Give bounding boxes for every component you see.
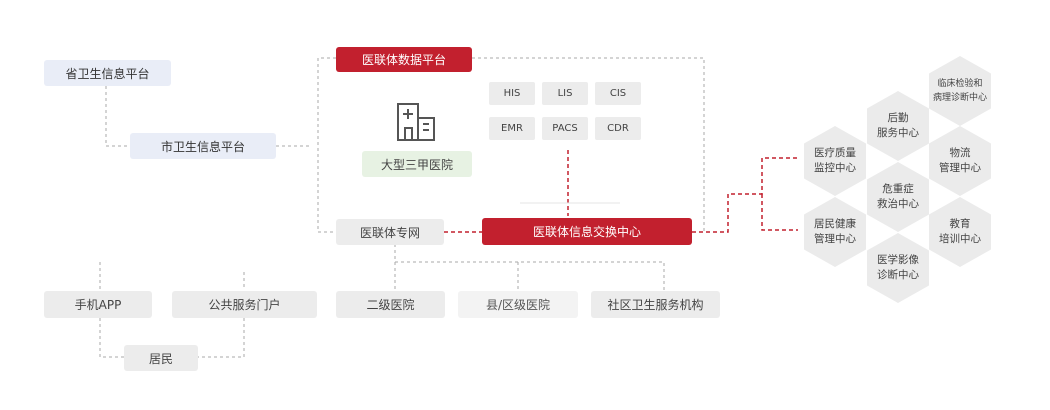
residents[interactable]: 居民 bbox=[124, 345, 198, 371]
province-platform[interactable]: 省卫生信息平台 bbox=[44, 60, 171, 86]
system-his[interactable]: HIS bbox=[489, 82, 535, 105]
city-platform[interactable]: 市卫生信息平台 bbox=[130, 133, 276, 159]
hex-label-line1: 医学影像 bbox=[877, 254, 919, 266]
community-center[interactable]: 社区卫生服务机构 bbox=[591, 291, 720, 318]
hospital-icon bbox=[396, 102, 438, 142]
hex-label-line2: 监控中心 bbox=[814, 162, 856, 174]
hex-label-line1: 医疗质量 bbox=[814, 147, 856, 159]
data-platform-title[interactable]: 医联体数据平台 bbox=[336, 47, 472, 72]
hospital-label[interactable]: 大型三甲医院 bbox=[362, 151, 472, 177]
system-cdr[interactable]: CDR bbox=[595, 117, 641, 140]
hex-label-line2: 救治中心 bbox=[877, 198, 919, 210]
public-portal[interactable]: 公共服务门户 bbox=[172, 291, 317, 318]
hex-label-line2: 管理中心 bbox=[814, 233, 856, 245]
mobile-app[interactable]: 手机APP bbox=[44, 291, 152, 318]
hex-label-line2: 培训中心 bbox=[939, 233, 981, 245]
hex-label-line1: 物流 bbox=[949, 147, 971, 159]
hex-label-line2: 服务中心 bbox=[877, 127, 919, 139]
hex-label-line1: 居民健康 bbox=[814, 218, 856, 230]
private-network[interactable]: 医联体专网 bbox=[336, 219, 444, 245]
system-cis[interactable]: CIS bbox=[595, 82, 641, 105]
hex-label-line2: 管理中心 bbox=[939, 162, 981, 174]
hex-label-line1: 危重症 bbox=[882, 183, 914, 195]
hex-label-line1: 后勤 bbox=[887, 112, 909, 124]
hex-label-line2: 诊断中心 bbox=[877, 269, 919, 281]
hex-label-line1: 教育 bbox=[949, 218, 971, 230]
hex-label-line2: 病理诊断中心 bbox=[932, 93, 987, 103]
exchange-center[interactable]: 医联体信息交换中心 bbox=[482, 218, 692, 245]
hex-label-line1: 临床检验和 bbox=[937, 79, 983, 89]
system-lis[interactable]: LIS bbox=[542, 82, 588, 105]
system-pacs[interactable]: PACS bbox=[542, 117, 588, 140]
county-hospital[interactable]: 县/区级医院 bbox=[458, 291, 578, 318]
system-emr[interactable]: EMR bbox=[489, 117, 535, 140]
secondary-hospital[interactable]: 二级医院 bbox=[336, 291, 445, 318]
